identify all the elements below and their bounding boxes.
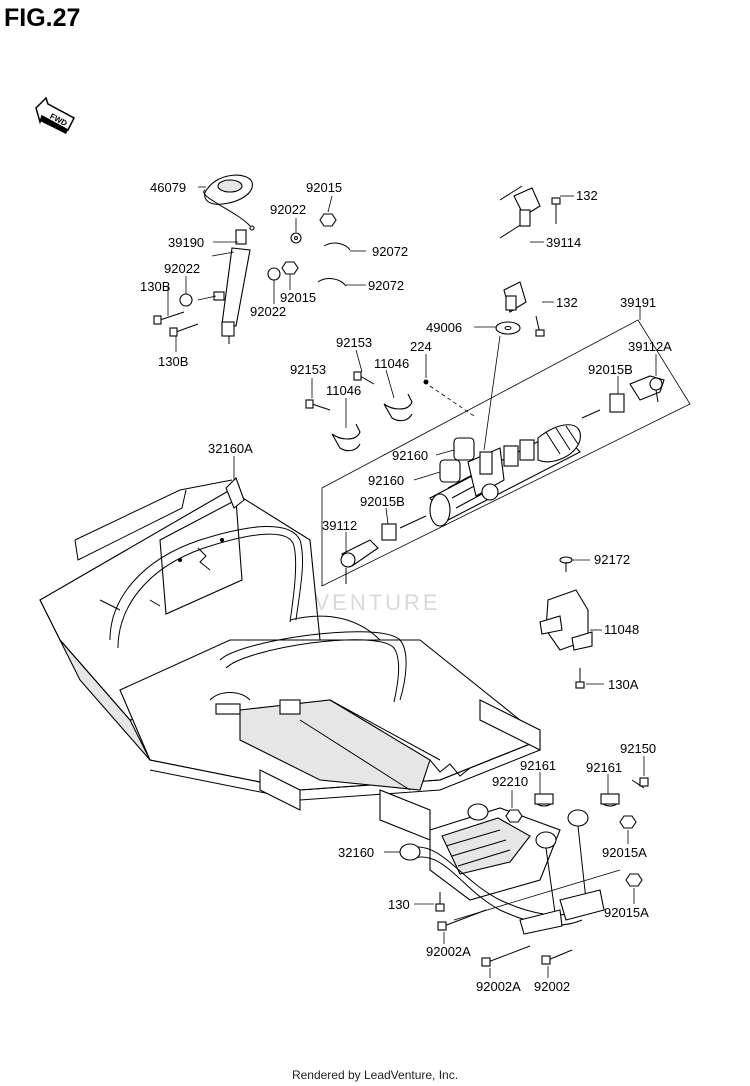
- bolt-92002A-b: [481, 945, 531, 967]
- clip-92072-b: [317, 278, 347, 287]
- washer-92022-c: [267, 267, 281, 281]
- washer-92022: [290, 232, 302, 244]
- bolt-92153: [305, 399, 331, 411]
- label-92072-b: 92072: [368, 278, 404, 293]
- bolt-92153-b: [353, 371, 375, 385]
- label-92161-b: 92161: [586, 760, 622, 775]
- label-92002A-b: 92002A: [476, 979, 521, 994]
- engine-mount-frame: [399, 803, 621, 935]
- label-224: 224: [410, 339, 432, 354]
- pin-224: [423, 379, 429, 385]
- label-92015A: 92015A: [602, 845, 647, 860]
- label-92015B: 92015B: [588, 362, 633, 377]
- bushing-92160: [453, 437, 475, 461]
- label-46079: 46079: [150, 180, 186, 195]
- bolt-132-b: [535, 315, 545, 337]
- label-92015-b: 92015: [280, 290, 316, 305]
- label-39191: 39191: [620, 295, 656, 310]
- label-92160: 92160: [392, 448, 428, 463]
- label-32160: 32160: [338, 845, 374, 860]
- label-92150: 92150: [620, 741, 656, 756]
- footer-credit: Rendered by LeadVenture, Inc.: [291, 1068, 459, 1082]
- label-11046-b: 11046: [326, 383, 361, 398]
- label-32160A: 32160A: [208, 441, 253, 456]
- bolt-130B: [153, 311, 185, 325]
- label-92210: 92210: [492, 774, 528, 789]
- label-132-b: 132: [556, 295, 578, 310]
- label-92015: 92015: [306, 180, 342, 195]
- leader-lines: [167, 186, 657, 978]
- washer-92022-b: [179, 293, 193, 307]
- bolt-92002: [541, 949, 573, 965]
- label-130: 130: [388, 897, 410, 912]
- label-92172: 92172: [594, 552, 630, 567]
- label-92022-c: 92022: [250, 304, 286, 319]
- rack-assembly-outline: [321, 319, 691, 587]
- label-92160-b: 92160: [368, 473, 404, 488]
- label-92002: 92002: [534, 979, 570, 994]
- label-39112: 39112: [322, 518, 357, 533]
- label-132: 132: [576, 188, 598, 203]
- label-11048: 11048: [604, 622, 639, 637]
- steering-column: [203, 174, 255, 344]
- nut-92015A-b: [625, 873, 643, 887]
- bolt-92150: [631, 777, 649, 789]
- label-92022: 92022: [270, 202, 306, 217]
- bolt-130B-b: [169, 323, 199, 337]
- label-130B: 130B: [140, 279, 170, 294]
- label-92022-b: 92022: [164, 261, 200, 276]
- label-130A: 130A: [608, 677, 639, 692]
- label-39190: 39190: [168, 235, 204, 250]
- bracket-11048: [539, 589, 593, 651]
- main-frame: [39, 477, 541, 841]
- label-130B-b: 130B: [158, 354, 188, 369]
- bushing-92160-b: [439, 459, 461, 483]
- bolt-92002A: [437, 909, 487, 931]
- label-11046: 11046: [374, 356, 409, 371]
- bolt-132: [551, 197, 561, 224]
- label-92072: 92072: [372, 244, 408, 259]
- label-92153-b: 92153: [290, 362, 326, 377]
- bracket-11046: [331, 423, 361, 452]
- label-92015A-b: 92015A: [604, 905, 649, 920]
- nut-92015: [319, 213, 337, 227]
- label-92161: 92161: [520, 758, 556, 773]
- bolt-130: [435, 892, 445, 912]
- label-92015B-b: 92015B: [360, 494, 405, 509]
- rubber-mount-92161-b: [600, 793, 620, 807]
- bracket-11046-b: [383, 393, 413, 422]
- rubber-mount-92161: [534, 793, 554, 807]
- label-92153: 92153: [336, 335, 372, 350]
- nut-92015-b: [281, 261, 299, 275]
- bolt-92172: [559, 556, 573, 572]
- label-39114: 39114: [546, 235, 581, 250]
- figure-title: FIG.27: [4, 4, 81, 32]
- tie-rod-end-39112A: [581, 375, 665, 419]
- intermediate-shaft: [499, 185, 541, 313]
- clip-92072: [323, 242, 351, 251]
- label-39112A: 39112A: [628, 339, 672, 354]
- label-92002A: 92002A: [426, 944, 471, 959]
- nut-92015A: [619, 815, 637, 829]
- fwd-arrow-icon: FWD: [35, 96, 75, 134]
- washer-49006: [495, 321, 521, 335]
- bolt-130A: [575, 668, 585, 689]
- steering-rack: [429, 424, 581, 527]
- label-49006: 49006: [426, 320, 462, 335]
- nut-92210: [505, 809, 523, 823]
- tie-rod-end-39112: [340, 515, 427, 584]
